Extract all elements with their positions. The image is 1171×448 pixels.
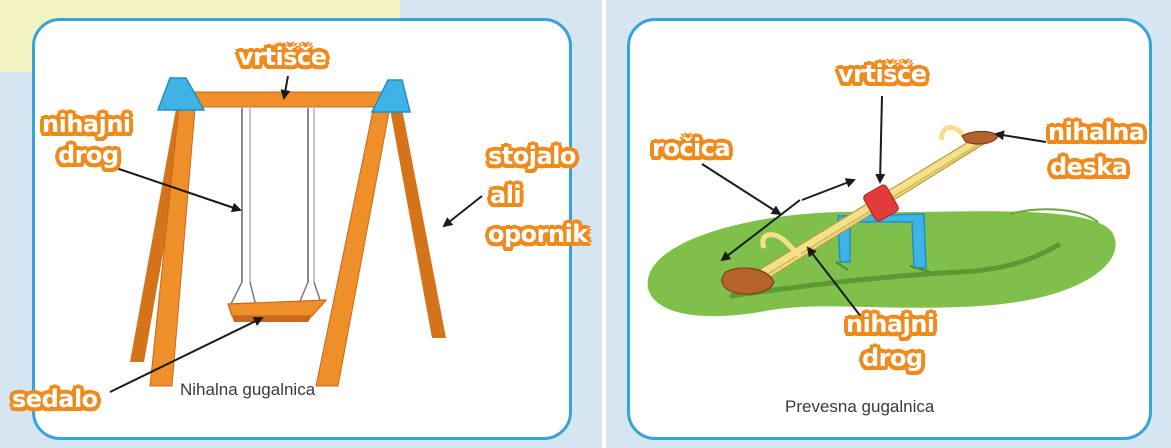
seesaw-handle-near <box>760 232 802 258</box>
seesaw-seat-near <box>721 267 775 295</box>
seesaw-pivot <box>863 184 899 222</box>
swing-right-bracket <box>370 79 411 113</box>
arrow-right-vrtisce <box>875 95 886 184</box>
swing-seat <box>227 299 328 317</box>
arrow-right-nihajni-drog <box>806 246 863 319</box>
arrow-right-rocica-2 <box>720 199 801 262</box>
label-left-ali: ali <box>490 181 522 209</box>
label-right-nihalna: nihalna <box>1048 118 1145 146</box>
seesaw-illustration <box>647 95 1116 319</box>
label-right-nihajni: nihajni <box>846 310 935 338</box>
label-left-vrtisce: vrtišče <box>238 43 327 71</box>
arrow-left-nihajni-drog <box>115 167 242 213</box>
label-left-sedalo: sedalo <box>12 385 98 413</box>
seesaw-shadow <box>729 241 1062 299</box>
swing-illustration <box>109 75 483 393</box>
arrow-left-vrtisce <box>280 75 291 100</box>
swing-left-bracket <box>156 77 206 111</box>
swing-top-beam <box>179 91 395 108</box>
arrow-right-rocica-3 <box>801 178 856 201</box>
swing-right-back-leg <box>388 98 446 338</box>
caption-seesaw: Prevesna gugalnica <box>785 397 935 416</box>
seesaw-grass <box>647 211 1116 317</box>
label-right-rocica: ročica <box>652 134 731 162</box>
label-right-deska: deska <box>1050 153 1128 181</box>
label-right-drog: drog <box>862 344 923 372</box>
arrow-right-nihalna-deska <box>994 130 1047 143</box>
label-left-nihajni: nihajni <box>42 110 131 138</box>
swing-card <box>32 18 572 440</box>
arrow-right-rocica-1 <box>701 163 782 216</box>
label-right-vrtisce: vrtišče <box>838 60 927 88</box>
seesaw-seat-far <box>961 130 999 145</box>
label-left-stojalo: stojalo <box>488 142 576 170</box>
arrow-left-sedalo <box>109 317 264 393</box>
caption-swing: Nihalna gugalnica <box>180 380 316 399</box>
label-left-opornik: opornik <box>488 220 588 248</box>
label-left-drog: drog <box>58 141 119 169</box>
arrow-left-stojalo <box>442 195 483 228</box>
swing-right-front-leg <box>315 95 393 387</box>
swing-seat-edge <box>232 316 312 322</box>
